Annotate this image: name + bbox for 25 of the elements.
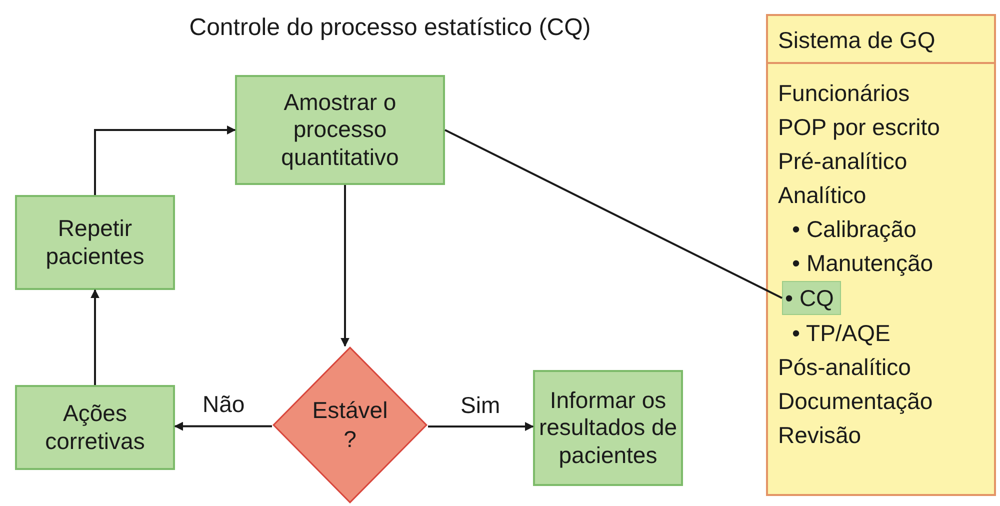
arrow [340,185,350,347]
list-panel [766,14,996,496]
list-item: Funcionários [778,79,910,108]
list-item: Revisão [778,421,862,450]
process-box: Informar os resultados de pacientes [533,370,683,486]
process-box: Ações corretivas [15,385,175,470]
list-item: Pós-analítico [778,353,911,382]
process-box: Repetir pacientes [15,195,175,290]
arrow [174,422,272,431]
list-item: • Calibração [792,215,916,244]
diagram-title: Controle do processo estatístico (CQ) [188,14,592,42]
connector-line [444,129,782,299]
process-box: Amostrar o processo quantitativo [235,75,445,185]
list-item: • TP/AQE [792,319,890,348]
list-item: POP por escrito [778,113,940,142]
list-item: Pré-analítico [778,147,908,176]
highlighted-item: • CQ [782,281,841,315]
decision-text: Estável ? [311,396,389,454]
list-item: Analítico [778,181,866,210]
list-item: Documentação [778,387,933,416]
list-item: • Manutenção [792,249,934,278]
arrow [428,422,534,431]
arrow [90,289,100,385]
panel-heading: Sistema de GQ [768,16,994,64]
arrow [94,126,236,195]
